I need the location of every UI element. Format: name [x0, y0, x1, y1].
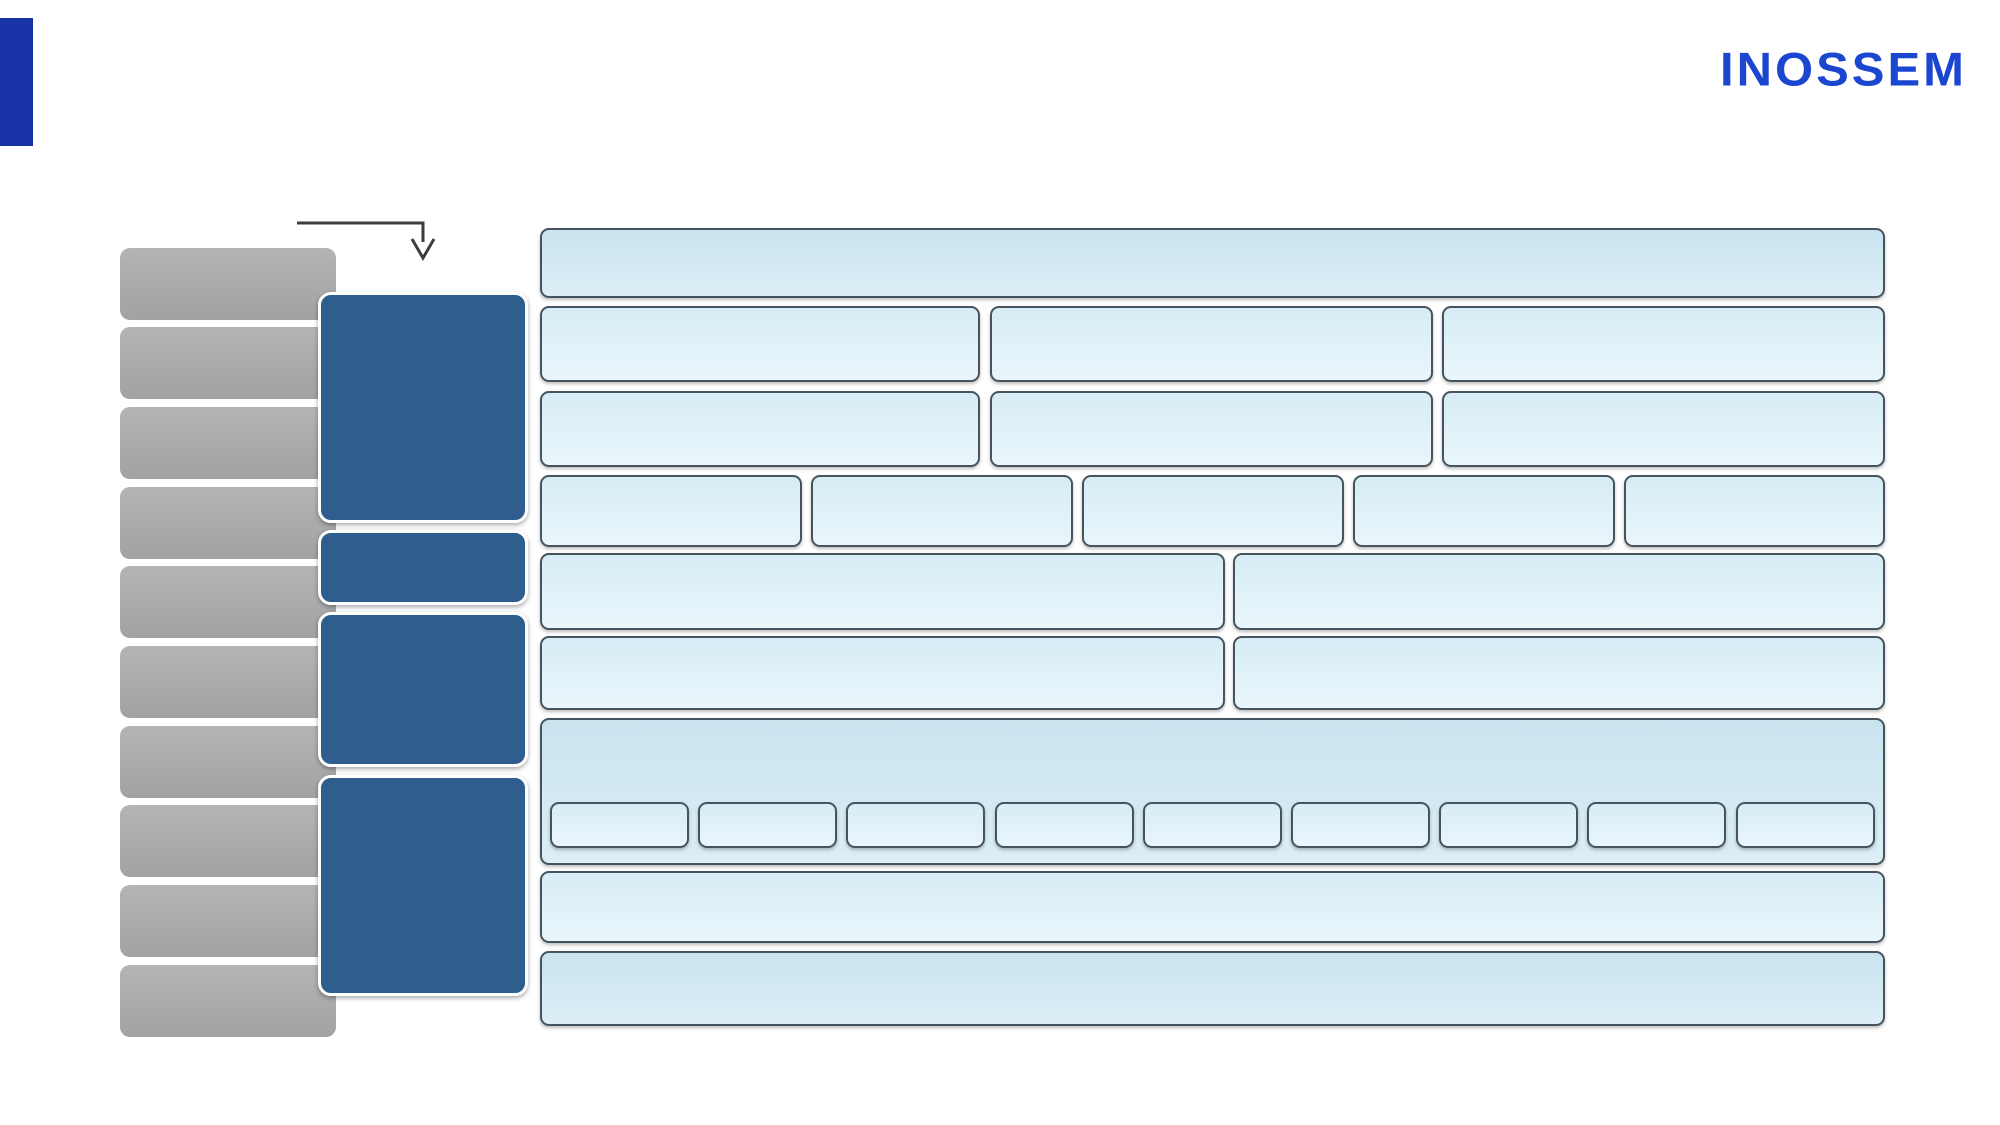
- grid-cell-row-4: [540, 475, 802, 547]
- placeholder-box: [120, 566, 336, 638]
- grid-cell-row-4: [811, 475, 1073, 547]
- placeholder-box: [120, 885, 336, 957]
- grid-cell-row-9: [540, 951, 1885, 1026]
- grid-cell-row-3: [990, 391, 1433, 467]
- sub-cell-row-7: [1291, 802, 1430, 848]
- grid-cell-row-4: [1353, 475, 1615, 547]
- grid-cell-row-5: [540, 553, 1225, 630]
- grid-cell-row-2: [540, 306, 980, 382]
- sub-cell-row-7: [698, 802, 837, 848]
- sub-cell-row-7: [846, 802, 985, 848]
- header-accent-bar: [0, 18, 33, 146]
- grid-cell-row-5: [1233, 553, 1885, 630]
- placeholder-box: [120, 327, 336, 399]
- sub-cell-row-7: [995, 802, 1134, 848]
- grid-cell-row-8: [540, 871, 1885, 943]
- sub-cell-row-7: [1736, 802, 1875, 848]
- stage-box: [318, 530, 528, 605]
- grid-cell-row-4: [1082, 475, 1344, 547]
- sub-cell-row-7: [550, 802, 689, 848]
- stage-box: [318, 292, 528, 523]
- placeholder-box: [120, 487, 336, 559]
- grid-cell-row-6: [540, 636, 1225, 710]
- grid-cell-row-3: [540, 391, 980, 467]
- grid-cell-row-1: [540, 228, 1885, 298]
- placeholder-box: [120, 726, 336, 798]
- grid-cell-row-3: [1442, 391, 1885, 467]
- grid-cell-row-6: [1233, 636, 1885, 710]
- sub-cell-row-7: [1587, 802, 1726, 848]
- sub-cell-row-7: [1143, 802, 1282, 848]
- flow-arrow-icon: [297, 221, 436, 261]
- stage-box: [318, 612, 528, 767]
- placeholder-box: [120, 965, 336, 1037]
- placeholder-box: [120, 646, 336, 718]
- company-logo: INOSSEM: [1720, 43, 1967, 97]
- stage-box: [318, 775, 528, 996]
- grid-cell-row-4: [1624, 475, 1885, 547]
- placeholder-box: [120, 805, 336, 877]
- placeholder-box: [120, 248, 336, 320]
- placeholder-box: [120, 407, 336, 479]
- sub-cell-row-7: [1439, 802, 1578, 848]
- grid-cell-row-2: [1442, 306, 1885, 382]
- grid-cell-row-2: [990, 306, 1433, 382]
